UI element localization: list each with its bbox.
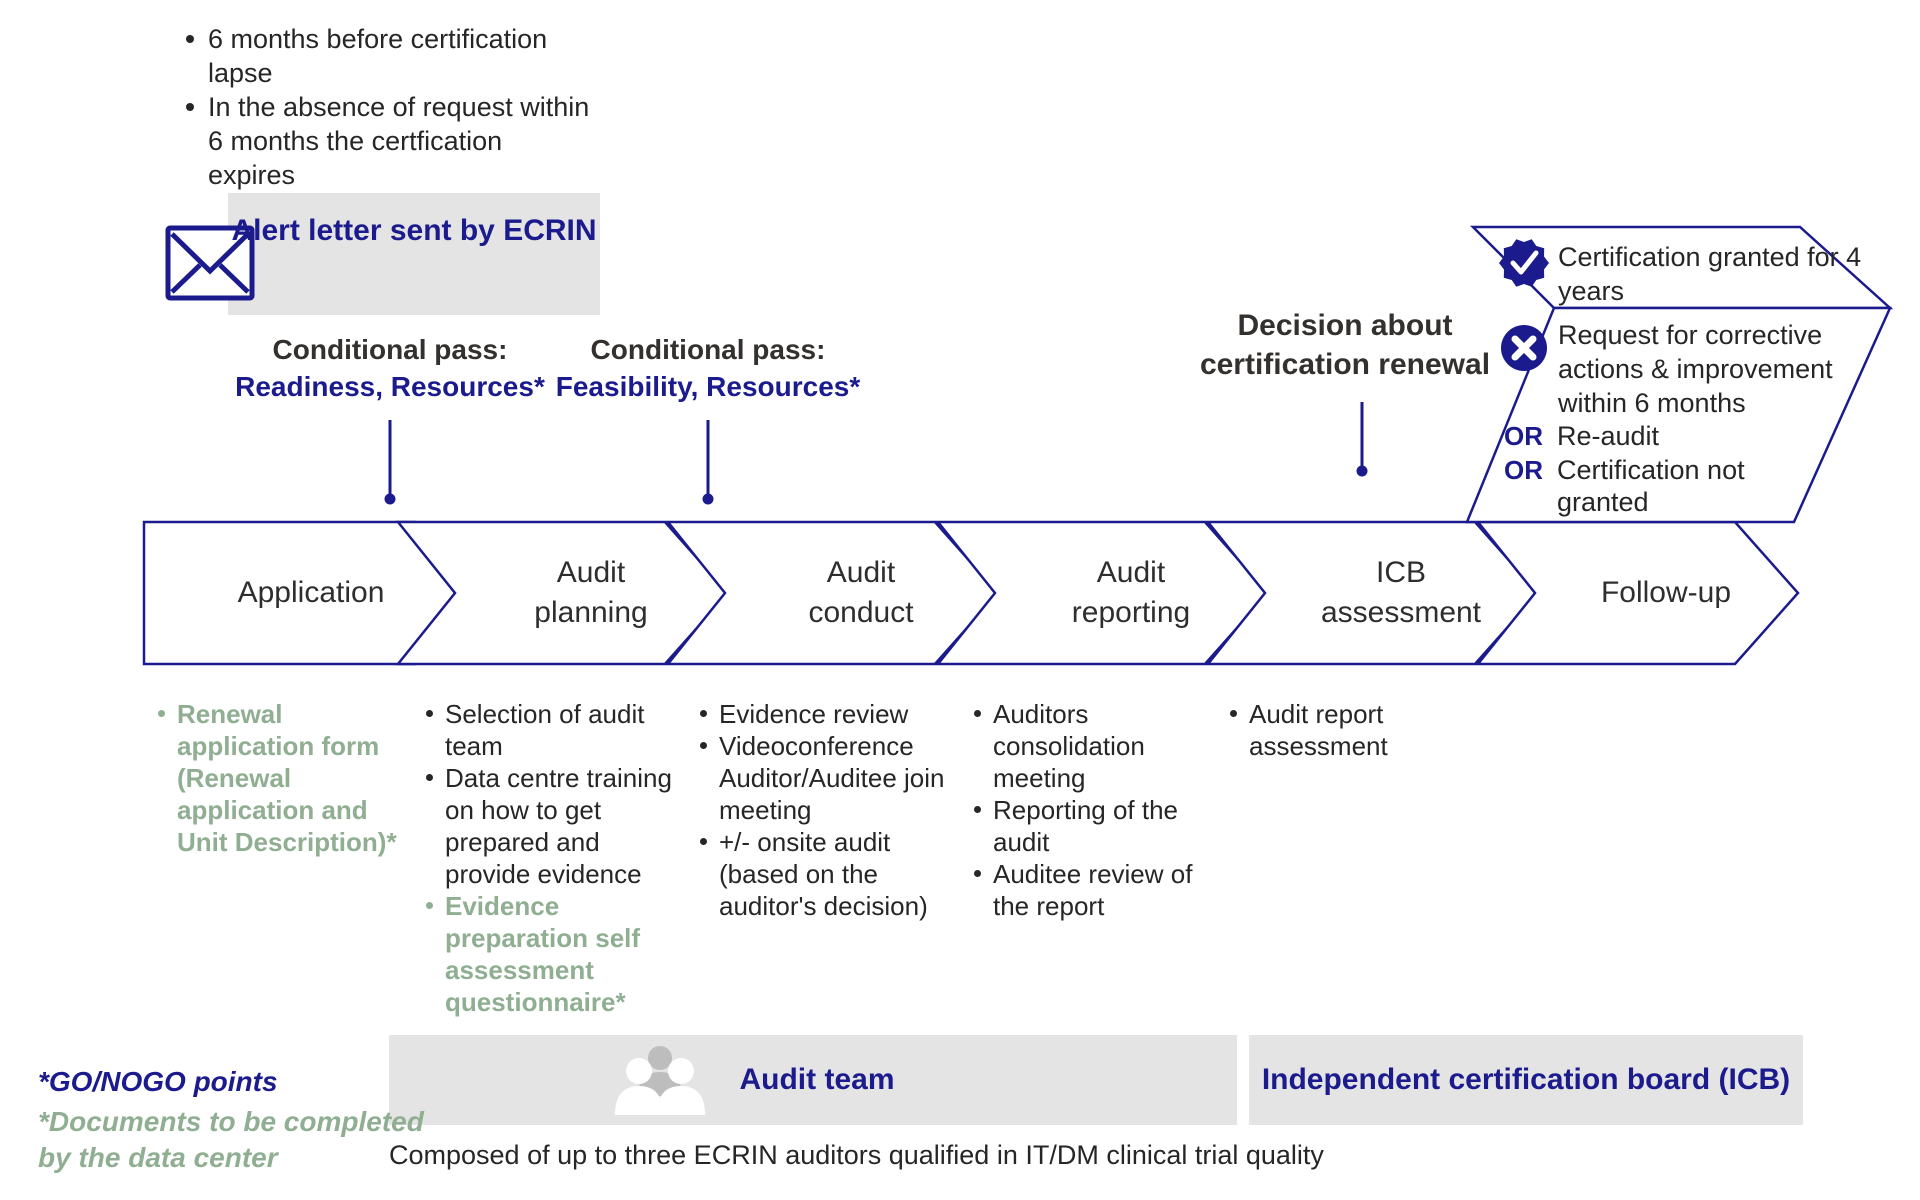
alert-letter-title: Alert letter sent by ECRIN	[231, 214, 597, 247]
step-label-application: Application	[237, 576, 385, 609]
checkpoint-conditional-pass-2: Conditional pass: Feasibility, Resources…	[556, 331, 861, 405]
alt-text: Certification not granted	[1557, 455, 1745, 517]
bullet-icon	[186, 35, 194, 43]
footnote-documents: *Documents to be completed by the data c…	[38, 1106, 424, 1173]
envelope-icon	[165, 225, 255, 301]
step-bullets-application: Renewal application form (Renewal applic…	[158, 698, 410, 858]
step-label-audit-planning: Audit planning	[534, 556, 648, 629]
list-item: Auditee review of the report	[974, 858, 1200, 922]
process-arrow-audit-reporting	[935, 520, 1270, 666]
note-item: In the absence of request within 6 month…	[186, 90, 596, 192]
list-item: Reporting of the audit	[974, 794, 1200, 858]
checkpoint-subtitle: Feasibility, Resources*	[555, 371, 861, 402]
process-arrow-audit-conduct	[665, 520, 1000, 666]
bullet-text: Reporting of the audit	[993, 795, 1179, 857]
note-text: 6 months before certification lapse	[208, 24, 548, 88]
list-item: Data centre training on how to get prepa…	[426, 762, 688, 890]
outcome-granted-text: Certification granted for 4 years	[1558, 242, 1862, 306]
bullet-icon	[186, 103, 194, 111]
list-item: Audit report assessment	[1230, 698, 1440, 762]
bullet-text: Evidence preparation self assessment que…	[445, 891, 641, 1017]
bullet-icon	[158, 710, 165, 717]
step-label-icb-assessment: ICB assessment	[1320, 556, 1482, 629]
people-icon	[615, 1046, 706, 1115]
note-item: 6 months before certification lapse	[186, 22, 596, 90]
bullet-text: Auditee review of the report	[993, 859, 1193, 921]
footnote-go-nogo: *GO/NOGO points	[38, 1066, 278, 1097]
icb-label: Independent certification board (ICB)	[1261, 1063, 1791, 1096]
bullet-icon	[426, 710, 433, 717]
bullet-icon	[700, 710, 707, 717]
bullet-text: Selection of audit team	[445, 699, 645, 761]
bullet-icon	[700, 742, 707, 749]
alert-letter-box	[228, 193, 600, 315]
step-bullets-audit-planning: Selection of audit team Data centre trai…	[426, 698, 688, 1018]
step-label-audit-reporting: Audit reporting	[1071, 556, 1191, 629]
bullet-text: Audit report assessment	[1249, 699, 1388, 761]
bullet-icon	[700, 838, 707, 845]
or-label: OR	[1504, 421, 1543, 451]
bullet-text: +/- onsite audit (based on the auditor's…	[719, 827, 928, 921]
list-item: Evidence review	[700, 698, 950, 730]
outcome-corrective-text: Request for corrective actions & improve…	[1558, 320, 1833, 418]
process-arrow-audit-planning	[395, 520, 730, 666]
bullet-icon	[1230, 710, 1237, 717]
outcome-alt-re-audit: OR Re-audit	[1504, 420, 1793, 452]
audit-team-label: Audit team	[739, 1063, 895, 1096]
checkpoint-conditional-pass-1: Conditional pass: Readiness, Resources*	[235, 331, 545, 405]
bullet-icon	[974, 806, 981, 813]
alt-text: Re-audit	[1557, 421, 1660, 451]
note-text: In the absence of request within 6 month…	[208, 92, 590, 190]
checkpoint-title: Conditional pass:	[272, 334, 508, 365]
step-bullets-audit-conduct: Evidence review Videoconference Auditor/…	[700, 698, 950, 922]
bullet-text: Videoconference Auditor/Auditee join mee…	[719, 731, 945, 825]
step-bullets-icb-assessment: Audit report assessment	[1230, 698, 1440, 762]
audit-team-box: Audit team	[389, 1035, 1237, 1125]
step-label-audit-conduct: Audit conduct	[808, 556, 914, 629]
connector-lines	[388, 402, 1364, 494]
check-badge-icon	[1499, 239, 1549, 287]
bullet-icon	[974, 710, 981, 717]
top-notes-list: 6 months before certification lapse In t…	[186, 22, 596, 192]
or-label: OR	[1504, 455, 1543, 485]
bullet-text: Renewal application form (Renewal applic…	[177, 699, 397, 857]
icb-box: Independent certification board (ICB)	[1249, 1035, 1803, 1125]
list-item: +/- onsite audit (based on the auditor's…	[700, 826, 950, 922]
step-bullets-audit-reporting: Auditors consolidation meeting Reporting…	[974, 698, 1200, 922]
outcome-banner-not-granted	[1465, 306, 1892, 524]
audit-team-caption: Composed of up to three ECRIN auditors q…	[389, 1140, 1324, 1170]
checkpoint-decision-title: Decision about certification renewal	[1199, 309, 1491, 381]
list-item: Evidence preparation self assessment que…	[426, 890, 688, 1018]
connector-dots	[384, 465, 1368, 505]
list-item: Selection of audit team	[426, 698, 688, 762]
x-circle-icon	[1501, 325, 1547, 371]
bullet-text: Evidence review	[719, 699, 909, 729]
bullet-icon	[426, 774, 433, 781]
list-item: Auditors consolidation meeting	[974, 698, 1200, 794]
outcome-alt-not-granted: OR Certification not granted	[1504, 454, 1793, 518]
bullet-text: Auditors consolidation meeting	[993, 699, 1145, 793]
list-item: Renewal application form (Renewal applic…	[158, 698, 410, 858]
step-label-follow-up: Follow-up	[1600, 576, 1732, 609]
bullet-icon	[974, 870, 981, 877]
checkpoint-subtitle: Readiness, Resources*	[235, 371, 545, 402]
list-item: Videoconference Auditor/Auditee join mee…	[700, 730, 950, 826]
bullet-icon	[426, 902, 433, 909]
bullet-text: Data centre training on how to get prepa…	[445, 763, 672, 889]
checkpoint-title: Conditional pass:	[590, 334, 826, 365]
